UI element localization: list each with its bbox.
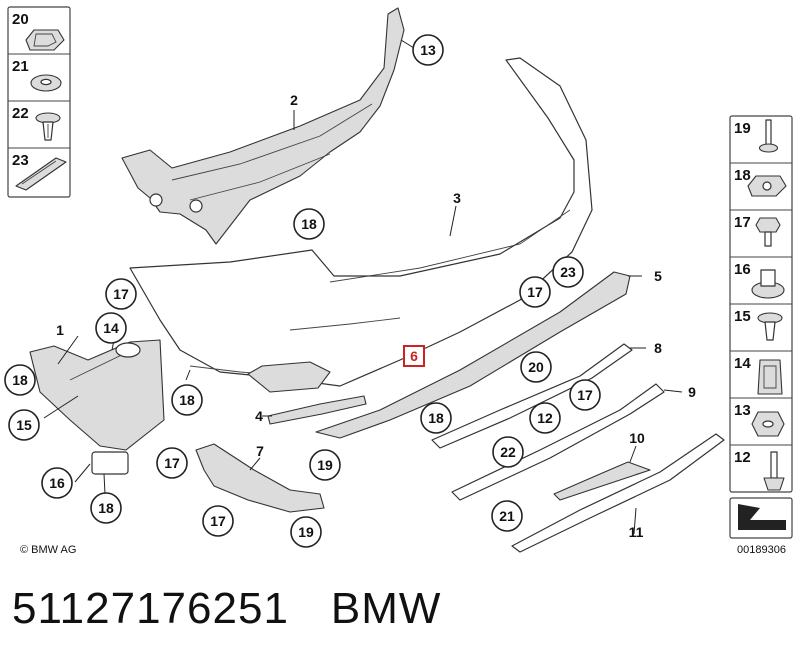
copyright: © BMW AG (20, 544, 76, 556)
label-7: 7 (256, 443, 264, 459)
legend-num-12: 12 (734, 449, 751, 466)
washer-icon (30, 74, 62, 92)
svg-text:6: 6 (410, 348, 418, 364)
parts-diagram: 20 21 22 23 (4, 6, 793, 556)
trim-strip-11 (511, 433, 725, 553)
label-5: 5 (654, 268, 662, 284)
trim-strip-10 (553, 461, 651, 501)
spring-clip-icon (757, 359, 783, 395)
legend-num-19: 19 (734, 120, 751, 137)
svg-text:12: 12 (537, 410, 553, 426)
svg-text:18: 18 (301, 216, 317, 232)
legend-right-panel: 19 18 17 16 15 14 13 12 (729, 115, 793, 493)
hex-nut-icon (751, 411, 785, 437)
legend-num-22: 22 (12, 105, 29, 122)
svg-text:19: 19 (298, 524, 314, 540)
svg-text:17: 17 (113, 286, 129, 302)
adhesive-pad-icon (15, 157, 67, 191)
bolt-icon (763, 451, 785, 491)
label-1: 1 (56, 322, 64, 338)
part-number: 51127176251 (12, 584, 289, 633)
diffuser-trim (315, 271, 631, 439)
callout-20: 20 (520, 351, 552, 383)
legend-num-20: 20 (12, 11, 29, 28)
callout-19-bottom: 19 (290, 516, 322, 548)
expanding-rivet-icon-15 (757, 312, 783, 341)
caption: 51127176251 BMW (12, 584, 483, 634)
svg-text:18: 18 (428, 410, 444, 426)
svg-text:22: 22 (500, 444, 516, 460)
trim-strip-9 (451, 383, 665, 501)
leader-lines (43, 39, 683, 535)
bumper-trim-panel (129, 57, 593, 393)
svg-text:14: 14 (103, 320, 119, 336)
callout-15: 15 (8, 409, 40, 441)
trim-strip-8 (431, 343, 633, 449)
image-code: 00189306 (737, 544, 786, 556)
callout-12: 12 (529, 402, 561, 434)
callout-18-right: 18 (420, 402, 452, 434)
callout-23: 23 (552, 256, 584, 288)
svg-text:18: 18 (98, 500, 114, 516)
grommet-icon (751, 269, 785, 299)
svg-text:15: 15 (16, 417, 32, 433)
screw-icon (758, 119, 779, 153)
bumper-carrier (121, 7, 405, 245)
callout-17-center: 17 (156, 447, 188, 479)
svg-text:13: 13 (420, 42, 436, 58)
callout-18-carrier: 18 (293, 208, 325, 240)
highlighted-part-6: 6 (403, 345, 425, 367)
callout-17-far-right: 17 (569, 379, 601, 411)
label-8: 8 (654, 340, 662, 356)
svg-text:18: 18 (179, 392, 195, 408)
reflector-strip (267, 395, 367, 425)
callout-19-center: 19 (309, 449, 341, 481)
expanding-rivet-icon (35, 112, 61, 141)
clip-nut-icon (25, 29, 65, 51)
callout-13: 13 (412, 34, 444, 66)
svg-text:16: 16 (49, 475, 65, 491)
legend-left-panel: 20 21 22 23 (7, 6, 71, 198)
label-11: 11 (629, 524, 644, 540)
legend-num-23: 23 (12, 152, 29, 169)
arrow-symbol (729, 497, 793, 539)
brand-name: BMW (330, 584, 442, 633)
svg-text:17: 17 (577, 387, 593, 403)
label-3: 3 (453, 190, 461, 206)
clip-nut-icon-18 (747, 175, 787, 197)
callout-18-left: 18 (4, 364, 36, 396)
label-9: 9 (688, 384, 696, 400)
callout-18-center: 18 (171, 384, 203, 416)
side-bracket (29, 339, 165, 475)
svg-text:23: 23 (560, 264, 576, 280)
legend-num-14: 14 (734, 355, 751, 372)
label-10: 10 (629, 430, 645, 446)
label-4: 4 (255, 408, 263, 424)
svg-text:17: 17 (164, 455, 180, 471)
callout-17-left: 17 (105, 278, 137, 310)
callout-22: 22 (492, 436, 524, 468)
svg-text:21: 21 (499, 508, 515, 524)
callout-17-right: 17 (519, 276, 551, 308)
lower-trim-left (195, 443, 325, 513)
legend-num-21: 21 (12, 58, 29, 75)
svg-text:18: 18 (12, 372, 28, 388)
callout-14: 14 (95, 312, 127, 344)
legend-num-17: 17 (734, 214, 751, 231)
legend-num-18: 18 (734, 167, 751, 184)
legend-num-15: 15 (734, 308, 751, 325)
svg-text:19: 19 (317, 457, 333, 473)
label-2: 2 (290, 92, 298, 108)
legend-num-16: 16 (734, 261, 751, 278)
legend-num-13: 13 (734, 402, 751, 419)
svg-text:20: 20 (528, 359, 544, 375)
callout-17-bottom: 17 (202, 505, 234, 537)
svg-text:17: 17 (527, 284, 543, 300)
callout-18-bottom-left: 18 (90, 492, 122, 524)
svg-text:17: 17 (210, 513, 226, 529)
callout-16: 16 (41, 467, 73, 499)
callout-21: 21 (491, 500, 523, 532)
hex-screw-icon (755, 217, 781, 247)
